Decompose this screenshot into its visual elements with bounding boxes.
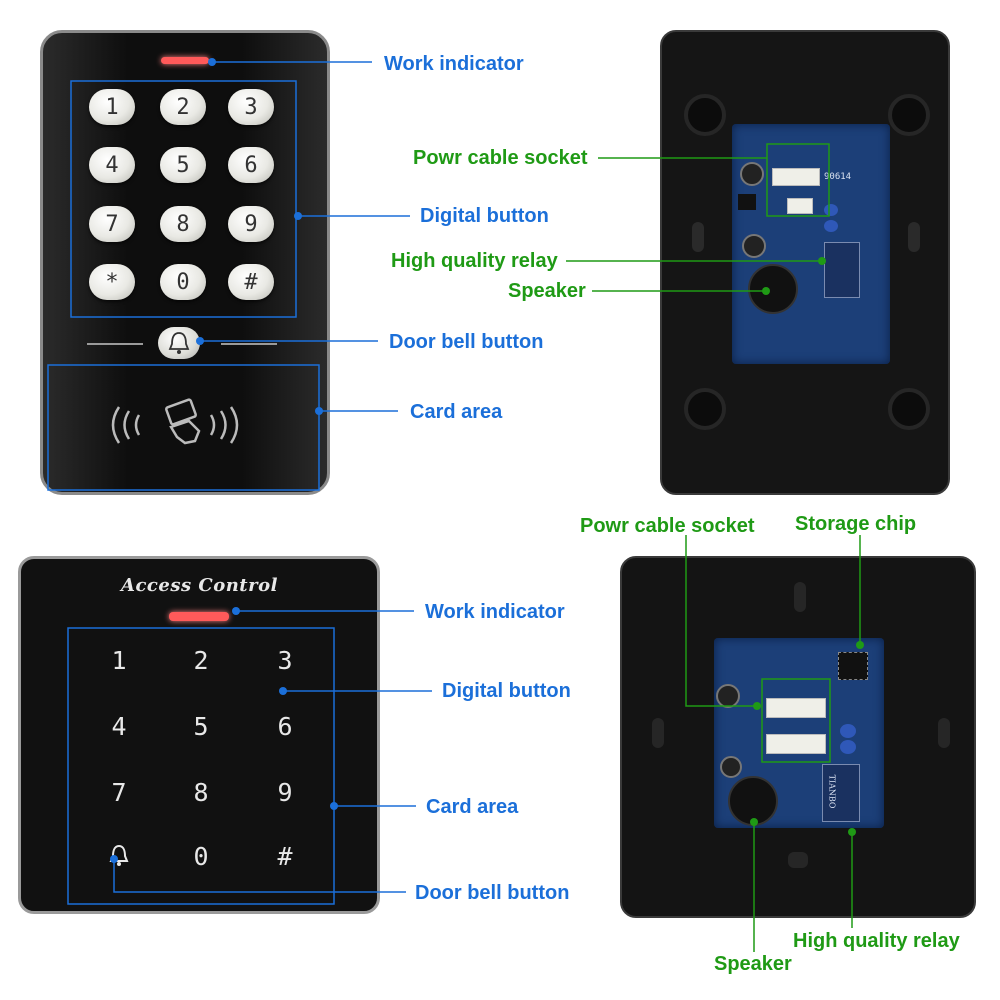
mount-slot: [692, 222, 704, 252]
key-9[interactable]: 9: [277, 777, 293, 807]
capacitor: [742, 234, 766, 258]
divider-right: [221, 343, 277, 345]
key-8[interactable]: 8: [193, 777, 209, 807]
key-3[interactable]: 3: [277, 645, 293, 675]
screw-hole: [888, 94, 930, 136]
label-door-bell-button: Door bell button: [415, 882, 570, 904]
work-indicator-light: [169, 612, 229, 621]
blue-capacitor: [824, 204, 838, 216]
capacitor: [716, 684, 740, 708]
key-3[interactable]: 3: [228, 89, 274, 125]
relay: TIANBO: [822, 764, 860, 822]
door-bell-icon: [168, 332, 190, 354]
key-7[interactable]: 7: [111, 777, 127, 807]
divider-left: [87, 343, 143, 345]
key-4[interactable]: 4: [111, 711, 127, 741]
screw-hole: [684, 388, 726, 430]
capacitor: [720, 756, 742, 778]
screw-hole: [888, 388, 930, 430]
access-control-back: TIANBO: [620, 556, 976, 918]
label-relay: High quality relay: [793, 930, 960, 952]
pcb-board: 90614: [732, 124, 890, 364]
label-relay: High quality relay: [391, 250, 558, 272]
blue-capacitor: [840, 724, 856, 738]
key-4[interactable]: 4: [89, 147, 135, 183]
key-1[interactable]: 1: [89, 89, 135, 125]
keypad-reader-front: 1 2 3 4 5 6 7 8 9 * 0 #: [40, 30, 330, 495]
access-control-front: Access Control 1 2 3 4 5 6 7 8 9 0 #: [18, 556, 380, 914]
label-storage-chip: Storage chip: [795, 513, 917, 535]
key-7[interactable]: 7: [89, 206, 135, 242]
label-work-indicator: Work indicator: [384, 53, 524, 75]
label-power-cable-socket: Powr cable socket: [413, 147, 588, 169]
key-5[interactable]: 5: [193, 711, 209, 741]
door-bell-button[interactable]: [158, 327, 200, 359]
label-power-cable-socket: Powr cable socket: [580, 515, 755, 537]
pcb-board: TIANBO: [714, 638, 884, 828]
label-speaker: Speaker: [508, 280, 586, 302]
key-2[interactable]: 2: [193, 645, 209, 675]
label-door-bell-button: Door bell button: [389, 331, 544, 353]
storage-chip: [838, 652, 868, 680]
power-socket: [772, 168, 820, 186]
keypad-flat: 1 2 3 4 5 6 7 8 9 0 #: [21, 559, 377, 911]
key-6[interactable]: 6: [228, 147, 274, 183]
label-work-indicator: Work indicator: [425, 601, 565, 623]
keypad-round: 1 2 3 4 5 6 7 8 9 * 0 #: [43, 33, 327, 492]
key-2[interactable]: 2: [160, 89, 206, 125]
ic-chip: [738, 194, 756, 210]
key-9[interactable]: 9: [228, 206, 274, 242]
power-socket: [766, 698, 826, 718]
key-1[interactable]: 1: [111, 645, 127, 675]
key-5[interactable]: 5: [160, 147, 206, 183]
label-card-area: Card area: [410, 401, 503, 423]
relay: [824, 242, 860, 298]
rfid-card-icon: [111, 398, 239, 445]
work-indicator-light: [161, 57, 209, 64]
reader-back-housing: 90614: [660, 30, 950, 495]
key-bell[interactable]: [99, 839, 139, 873]
label-card-area: Card area: [426, 796, 519, 818]
key-8[interactable]: 8: [160, 206, 206, 242]
key-0[interactable]: 0: [160, 264, 206, 300]
key-0[interactable]: 0: [193, 841, 209, 871]
mount-slot: [908, 222, 920, 252]
mount-slot: [652, 718, 664, 748]
key-6[interactable]: 6: [277, 711, 293, 741]
speaker: [748, 264, 798, 314]
door-bell-icon: [109, 844, 129, 866]
key-star[interactable]: *: [89, 264, 135, 300]
label-speaker: Speaker: [714, 953, 792, 975]
power-socket-2: [766, 734, 826, 754]
power-socket-2: [787, 198, 813, 214]
key-hash[interactable]: #: [228, 264, 274, 300]
label-digital-button: Digital button: [442, 680, 571, 702]
mount-slot: [788, 852, 808, 868]
card-reader-zone: [49, 365, 321, 489]
mount-slot: [794, 582, 806, 612]
blue-capacitor: [840, 740, 856, 754]
screw-hole: [684, 94, 726, 136]
pcb-code: 90614: [824, 172, 852, 182]
capacitor: [740, 162, 764, 186]
mount-slot: [938, 718, 950, 748]
key-hash[interactable]: #: [277, 841, 293, 871]
blue-capacitor: [824, 220, 838, 232]
brand-text: Access Control: [121, 575, 278, 596]
label-digital-button: Digital button: [420, 205, 549, 227]
